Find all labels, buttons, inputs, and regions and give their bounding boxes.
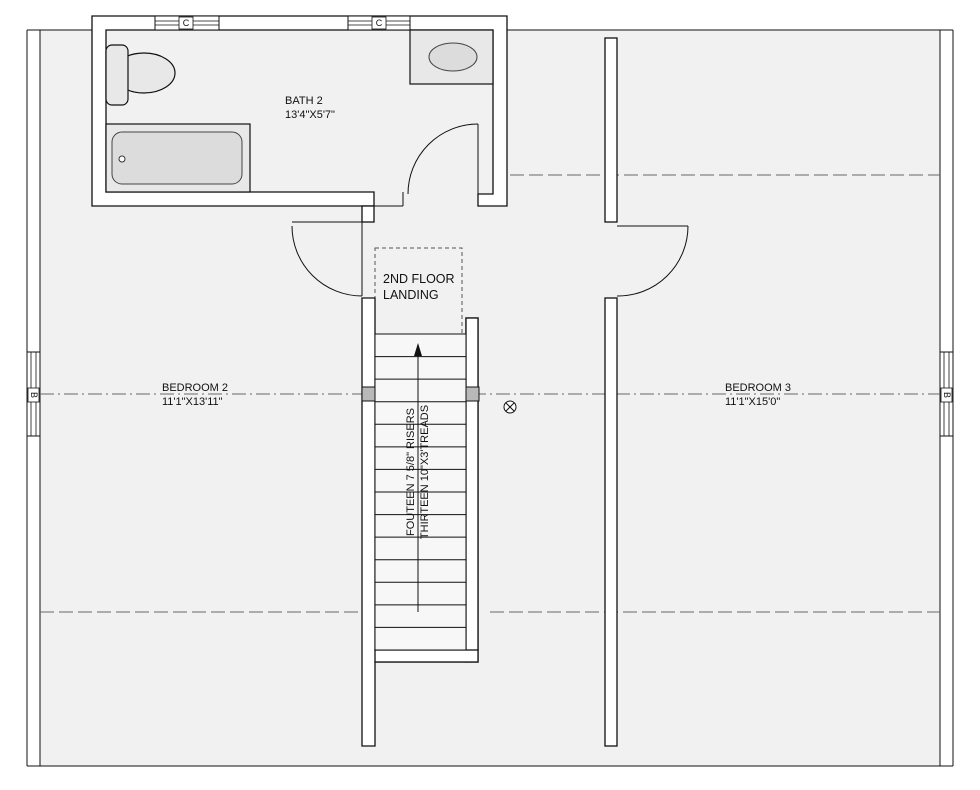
exterior-walls <box>26 29 954 767</box>
partition-wall-right <box>604 37 618 747</box>
bedroom3-dims: 11'1"X15'0" <box>725 396 780 408</box>
bath-door <box>407 123 479 195</box>
stair-treads <box>375 356 466 628</box>
bedroom3-name: BEDROOM 3 <box>725 382 791 394</box>
bath2-name: BATH 2 <box>285 95 323 107</box>
window-tag-c2: C <box>376 18 383 28</box>
bedroom2-dims: 11'1"X13'11" <box>162 396 223 408</box>
bedroom3-door <box>616 225 689 297</box>
bath2-dims: 13'4"X5'7" <box>285 109 335 121</box>
landing-label-line2: LANDING <box>383 288 439 302</box>
stair-note-risers: FOUTEEN 7 5/8" RISERS <box>405 408 417 536</box>
stair-post-right <box>465 386 480 402</box>
bedroom2-door <box>291 221 363 297</box>
stair-post-left <box>361 386 376 402</box>
window-left: B <box>26 351 41 437</box>
window-tag-left: B <box>29 392 39 398</box>
arrow-head <box>414 343 422 356</box>
bath-window-2: C <box>347 15 411 31</box>
toilet <box>105 44 176 106</box>
stair-run <box>374 333 467 651</box>
landing-label-line1: 2ND FLOOR <box>383 272 455 286</box>
sink <box>409 29 494 85</box>
bedroom2-name: BEDROOM 2 <box>162 382 228 394</box>
window-right: B <box>939 351 954 437</box>
ceiling-light-icon <box>503 400 517 414</box>
window-tag-right: B <box>942 392 952 398</box>
bathtub <box>105 123 251 193</box>
landing-outline <box>374 247 463 335</box>
bath-window-1: C <box>154 15 220 31</box>
window-tag-c1: C <box>183 18 190 28</box>
stair-note-treads: THIRTEEN 10"X3'TREADS <box>419 405 431 539</box>
